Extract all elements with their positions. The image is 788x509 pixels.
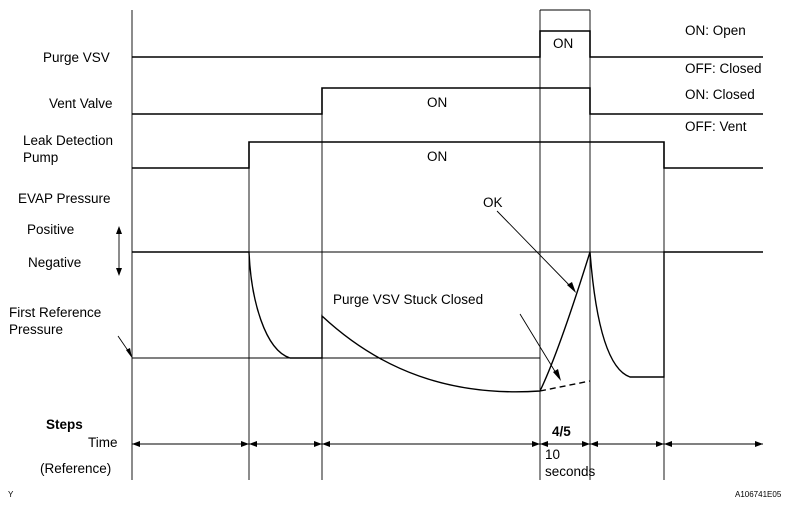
pump-on-label: ON	[427, 149, 447, 164]
label-evap-pressure: EVAP Pressure	[18, 191, 111, 206]
stuck-closed-dashed	[539, 380, 591, 392]
label-purge-vsv: Purge VSV	[43, 50, 110, 65]
vent-on-meaning: ON: Closed	[685, 87, 755, 102]
leak-pump-signal	[132, 141, 763, 169]
duration-unit: seconds	[545, 464, 596, 479]
vent-on-label: ON	[427, 95, 447, 110]
vent-off-meaning: OFF: Vent	[685, 119, 747, 134]
first-reference-pointer	[117, 335, 132, 358]
stuck-closed-pointer	[519, 313, 561, 381]
label-negative: Negative	[28, 255, 81, 270]
time-axis	[132, 441, 763, 447]
evap-pressure-curve	[132, 251, 763, 393]
vent-valve-signal	[132, 87, 763, 115]
annotation-ok: OK	[483, 195, 503, 210]
label-reference: (Reference)	[40, 461, 111, 476]
pressure-direction-arrow	[116, 226, 122, 276]
label-steps: Steps	[46, 417, 83, 432]
label-leak-pump-1: Leak Detection	[23, 133, 113, 148]
label-first-reference-2: Pressure	[9, 322, 63, 337]
label-time: Time	[88, 435, 118, 450]
step-4-5-label: 4/5	[552, 424, 571, 439]
purge-off-meaning: OFF: Closed	[685, 61, 762, 76]
purge-on-label: ON	[553, 36, 573, 51]
label-vent-valve: Vent Valve	[49, 96, 113, 111]
annotation-stuck-closed: Purge VSV Stuck Closed	[333, 292, 483, 307]
time-markers	[131, 9, 665, 480]
label-first-reference-1: First Reference	[9, 305, 101, 320]
ok-pointer	[496, 210, 576, 293]
figure-id: A106741E05	[735, 490, 782, 499]
label-leak-pump-2: Pump	[23, 150, 58, 165]
footer-left-mark: Y	[8, 490, 14, 499]
purge-vsv-signal	[132, 30, 763, 58]
purge-on-meaning: ON: Open	[685, 23, 746, 38]
duration-value: 10	[545, 447, 560, 462]
label-positive: Positive	[27, 222, 74, 237]
